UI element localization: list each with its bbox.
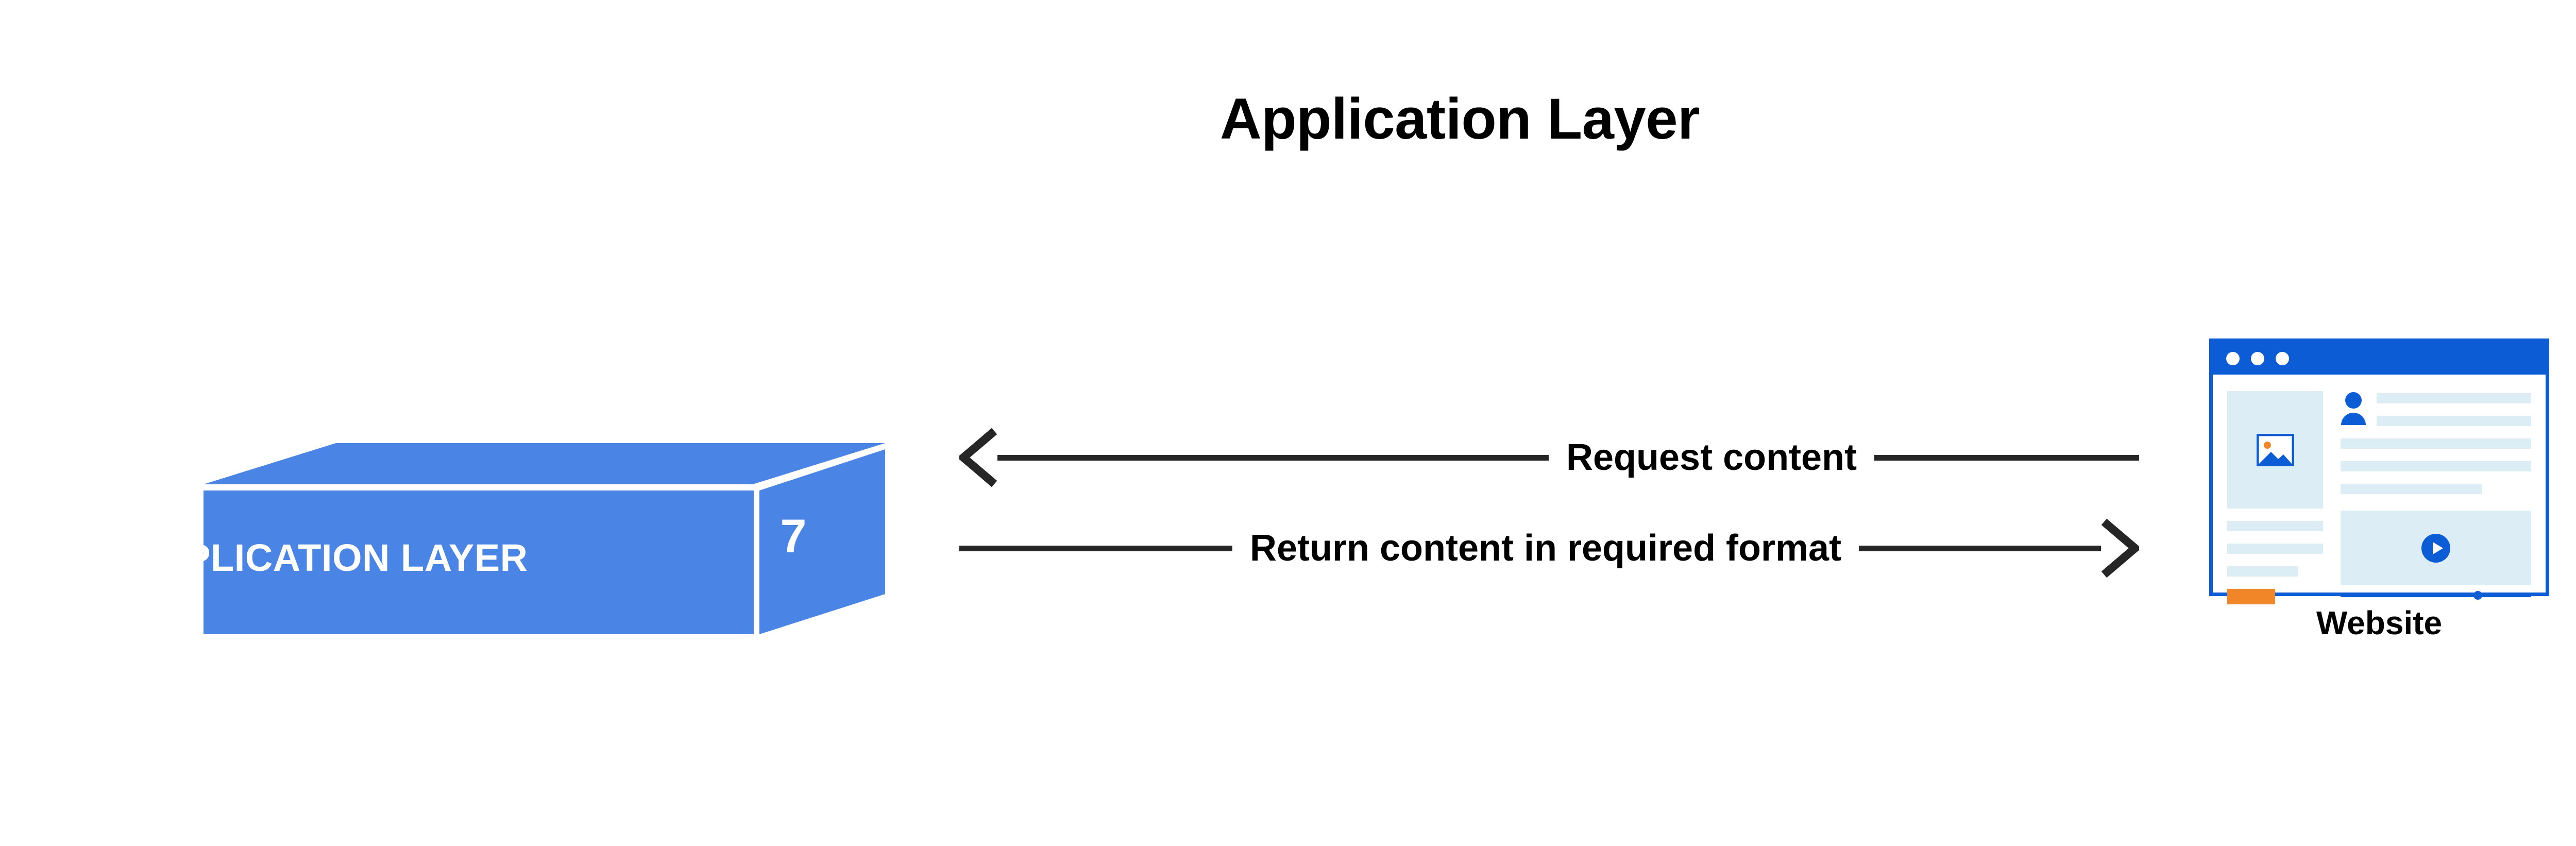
video-progress-slider[interactable]	[2341, 591, 2531, 600]
image-placeholder-block	[2227, 391, 2323, 509]
person-avatar-icon	[2341, 392, 2366, 425]
browser-dot-1-icon	[2226, 351, 2240, 365]
box-top-face	[204, 443, 885, 484]
text-line	[2341, 461, 2531, 471]
cta-button[interactable]	[2227, 589, 2275, 604]
browser-titlebar	[2213, 342, 2546, 375]
page-title: Application Layer	[1219, 87, 1700, 151]
text-line	[2341, 484, 2482, 494]
arrow-line-left-segment	[959, 545, 1232, 551]
browser-window	[2209, 339, 2549, 604]
browser-dot-3-icon	[2276, 351, 2289, 365]
browser-dot-2-icon	[2251, 351, 2264, 365]
arrow-right-icon	[2101, 517, 2139, 579]
layer-box-number-label: 7	[780, 510, 807, 563]
text-line	[2377, 393, 2531, 403]
play-button-icon	[2421, 533, 2450, 563]
text-line	[2227, 566, 2298, 577]
flow-return-label: Return content in required format	[1250, 528, 1842, 569]
website-node: Website	[2209, 339, 2555, 639]
website-caption: Website	[2316, 604, 2443, 641]
image-placeholder-icon	[2256, 433, 2294, 466]
browser-content	[2213, 375, 2546, 604]
arrow-left-icon	[959, 427, 997, 488]
box-front-face	[204, 490, 754, 634]
text-line	[2227, 521, 2323, 531]
browser-left-column	[2227, 391, 2323, 604]
arrow-line-left-segment	[997, 454, 1549, 461]
text-line	[2341, 438, 2531, 449]
application-layer-box	[200, 441, 885, 634]
arrow-line-right-segment	[1874, 454, 2139, 461]
box-right-face	[759, 449, 885, 634]
video-player[interactable]	[2341, 511, 2531, 585]
profile-text-lines	[2377, 391, 2531, 426]
text-line	[2227, 544, 2323, 554]
layer-box-name-label: APPLICATION LAYER	[131, 536, 528, 579]
video-progress-knob[interactable]	[2473, 591, 2482, 600]
flow-return-content: Return content in required format	[959, 517, 2139, 579]
flow-request-label: Request content	[1566, 437, 1857, 478]
flow-request-content: Request content	[959, 427, 2139, 488]
text-line	[2377, 416, 2531, 426]
browser-right-column	[2341, 391, 2531, 600]
arrow-line-right-segment	[1859, 545, 2101, 551]
profile-row	[2341, 391, 2531, 426]
